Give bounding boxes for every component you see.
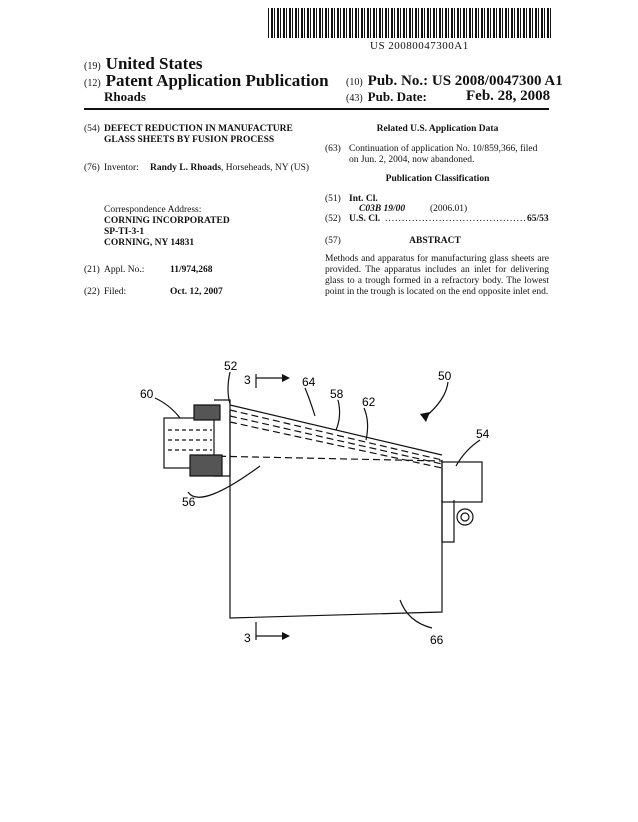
- appl-number: 11/974,268: [170, 265, 213, 275]
- author: Rhoads: [104, 89, 146, 104]
- leader-52: [227, 371, 231, 405]
- filed-label: Filed:: [104, 287, 127, 297]
- country-name: United States: [105, 54, 203, 73]
- pub-no-code: (10): [346, 77, 363, 88]
- inventor-location: , Horseheads, NY (US): [221, 163, 310, 173]
- label-3-top: 3: [244, 373, 251, 387]
- label-50: 50: [438, 369, 452, 383]
- patent-title: DEFECT REDUCTION IN MANUFACTURE GLASS SH…: [104, 124, 293, 145]
- country-code: (19): [84, 61, 101, 72]
- inventor-label: Inventor:: [104, 163, 139, 173]
- pub-date-code: (43): [346, 93, 363, 104]
- intcl-class: C03B 19/00: [359, 204, 406, 214]
- pub-number: (10) Pub. No.: US 2008/0047300 A1: [346, 73, 563, 90]
- uscl-label: U.S. Cl.: [349, 214, 381, 224]
- section-mark-bottom: [255, 622, 282, 640]
- roller-inner: [460, 512, 470, 522]
- label-60: 60: [140, 387, 154, 401]
- leader-56: [187, 465, 261, 498]
- related-data-title: Related U.S. Application Data: [376, 124, 499, 134]
- roller: [456, 508, 474, 526]
- pub-type-code: (12): [84, 78, 101, 89]
- label-52: 52: [224, 360, 238, 373]
- corr-line3: CORNING, NY 14831: [104, 238, 195, 248]
- label-66: 66: [430, 633, 444, 647]
- barcode: [268, 8, 551, 38]
- inlet-hatch-bottom: [189, 454, 223, 477]
- title-code: (54): [84, 124, 100, 134]
- trough-line-2: [229, 415, 443, 465]
- trough-line-1: [229, 409, 443, 461]
- refractory-body: [229, 410, 443, 619]
- appl-code: (21): [84, 265, 100, 275]
- end-plate: [441, 500, 455, 543]
- abstract-text: Methods and apparatus for manufacturing …: [325, 254, 549, 297]
- label-3-bottom: 3: [244, 631, 251, 645]
- end-block: [441, 461, 483, 503]
- header-divider: [84, 108, 549, 110]
- arrow-bottom: [282, 632, 290, 640]
- arrow-50: [420, 412, 430, 422]
- uscl-value: 65/53: [527, 214, 549, 224]
- arrow-top: [282, 374, 290, 382]
- leader-64: [304, 387, 316, 417]
- pub-date-value: Feb. 28, 2008: [466, 88, 551, 104]
- section-mark-top: [255, 374, 282, 388]
- filed-code: (22): [84, 287, 100, 297]
- inventor: Randy L. Rhoads, Horseheads, NY (US): [150, 163, 320, 174]
- leader-62: [363, 407, 369, 441]
- abstract-title: ABSTRACT: [409, 236, 461, 246]
- uscl-leader-dots: ........................................…: [385, 214, 525, 224]
- inventor-name: Randy L. Rhoads: [150, 163, 222, 173]
- patent-figure: 52 3 64 50 60 58 62 54 56 3 66: [140, 360, 490, 647]
- leader-58: [335, 399, 341, 431]
- inventor-code: (76): [84, 163, 100, 173]
- label-58: 58: [330, 387, 344, 401]
- level-line: [207, 455, 443, 462]
- corr-line1: CORNING INCORPORATED: [104, 216, 230, 226]
- barcode-number: US 20080047300A1: [370, 40, 469, 52]
- country: (19) United States: [84, 54, 202, 74]
- appl-label: Appl. No.:: [104, 265, 145, 275]
- correspondence-address: Correspondence Address: CORNING INCORPOR…: [104, 205, 304, 249]
- label-64: 64: [302, 375, 316, 389]
- label-56: 56: [182, 495, 196, 509]
- leader-66: [399, 599, 433, 629]
- label-62: 62: [362, 395, 376, 409]
- corr-line2: SP-TI-3-1: [104, 227, 145, 237]
- pub-date-label-text: Pub. Date:: [367, 89, 427, 104]
- corr-label: Correspondence Address:: [104, 205, 202, 215]
- abstract-code: (57): [325, 236, 341, 246]
- inlet-hatch-top: [193, 404, 221, 421]
- intcl-code: (51): [325, 194, 341, 204]
- pub-type-text: Patent Application Publication: [105, 71, 329, 90]
- continuation-code: (63): [325, 144, 341, 154]
- intcl-label: Int. Cl.: [349, 194, 378, 204]
- inlet-pipe: [163, 417, 215, 469]
- leader-60: [154, 397, 181, 419]
- uscl-code: (52): [325, 214, 341, 224]
- pub-no-value: US 2008/0047300 A1: [431, 73, 563, 89]
- label-54: 54: [476, 427, 490, 441]
- pub-class-title: Publication Classification: [385, 174, 490, 184]
- filed-date: Oct. 12, 2007: [170, 287, 223, 297]
- intcl-year: (2006.01): [430, 204, 468, 214]
- pub-date-label: (43) Pub. Date:: [346, 89, 427, 105]
- pub-no-label: Pub. No.:: [367, 73, 429, 89]
- leader-54: [455, 439, 481, 467]
- continuation-text: Continuation of application No. 10/859,3…: [349, 144, 538, 165]
- publication-type: (12) Patent Application Publication: [84, 71, 329, 91]
